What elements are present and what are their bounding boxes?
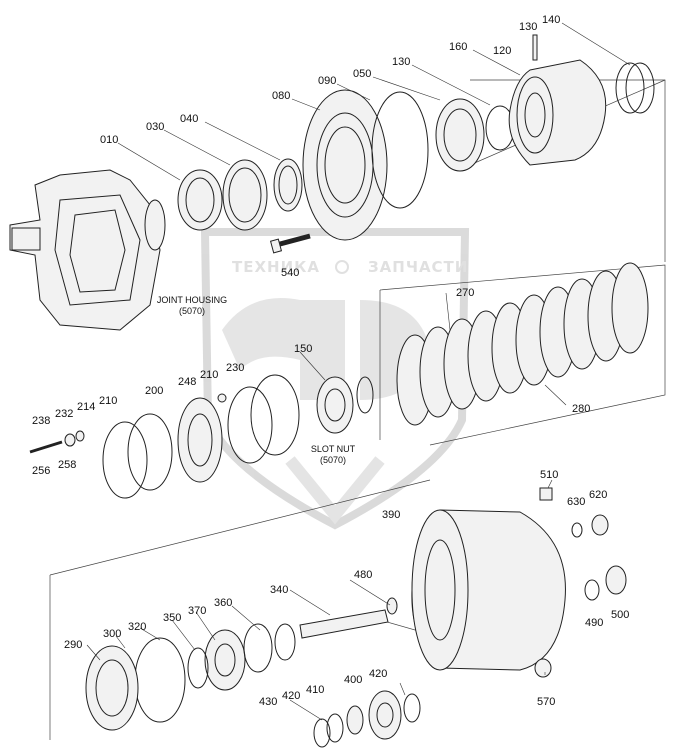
rings-140 [615, 62, 655, 114]
bolt-256-spring [29, 430, 85, 454]
label-256: 256 [32, 465, 50, 477]
label-410: 410 [306, 684, 324, 696]
bearing-050 [435, 98, 485, 172]
rings-210-230 [227, 374, 300, 464]
label-400: 400 [344, 674, 362, 686]
label-270: 270 [456, 287, 474, 299]
label-540: 540 [281, 267, 299, 279]
shaft-340 [299, 597, 398, 639]
plug-500 [605, 565, 627, 595]
ring-300 [274, 623, 296, 661]
housing-390 [411, 509, 566, 671]
label-258: 258 [58, 459, 76, 471]
ring-420-right [403, 693, 421, 723]
label-430: 430 [259, 696, 277, 708]
label-340: 340 [270, 584, 288, 596]
label-140: 140 [542, 14, 560, 26]
washer-290 [85, 645, 139, 731]
watermark-text-right: ЗАПЧАСТИ [368, 258, 468, 276]
slot-nut-code: (5070) [320, 455, 346, 465]
label-010: 010 [100, 134, 118, 146]
pin-120 [532, 34, 538, 61]
sun-gear-370 [204, 629, 246, 691]
bearing-030 [222, 159, 268, 231]
label-630: 630 [567, 496, 585, 508]
label-500: 500 [611, 609, 629, 621]
ring-420 [326, 713, 344, 743]
piston-200 [177, 397, 223, 483]
label-620: 620 [589, 489, 607, 501]
slot-nut-title: SLOT NUT [311, 444, 356, 454]
label-320: 320 [128, 621, 146, 633]
label-570: 570 [537, 696, 555, 708]
leader-lines [86, 22, 631, 721]
label-390: 390 [382, 509, 400, 521]
part-labels: 010 030 040 080 090 050 130 160 120 130 … [32, 14, 629, 708]
planet-gear-400 [368, 690, 402, 740]
label-238: 238 [32, 415, 50, 427]
plug-620 [591, 514, 609, 536]
ring-430 [313, 718, 331, 748]
carrier-160 [508, 59, 607, 166]
label-490: 490 [585, 617, 603, 629]
watermark-logo: ТЕХНИКА ЗАПЧАСТИ [200, 228, 470, 530]
rings-214-210 [102, 413, 173, 499]
label-130-right: 130 [519, 21, 537, 33]
oring-490 [584, 579, 600, 601]
label-090: 090 [318, 75, 336, 87]
bearing-410 [346, 705, 364, 735]
ring-350 [187, 647, 209, 689]
label-420-left: 420 [282, 690, 300, 702]
label-350: 350 [163, 612, 181, 624]
clutch-discs-270-280 [396, 262, 649, 426]
slot-nut-note: SLOT NUT (5070) [311, 444, 356, 465]
label-360: 360 [214, 597, 232, 609]
label-120: 120 [493, 45, 511, 57]
label-040: 040 [180, 113, 198, 125]
label-300: 300 [103, 628, 121, 640]
label-200: 200 [145, 385, 163, 397]
joint-housing-part [9, 169, 166, 331]
label-420-right: 420 [369, 668, 387, 680]
oring-090 [371, 91, 429, 209]
label-510: 510 [540, 469, 558, 481]
label-248: 248 [178, 376, 196, 388]
label-150: 150 [294, 343, 312, 355]
ring-360 [243, 623, 273, 673]
slot-nut-150 [316, 376, 374, 434]
plug-248 [217, 393, 227, 403]
label-232: 232 [55, 408, 73, 420]
label-210-lower: 210 [99, 395, 117, 407]
label-130-left: 130 [392, 56, 410, 68]
ring-320 [134, 637, 186, 723]
label-290: 290 [64, 639, 82, 651]
joint-housing-title: JOINT HOUSING [157, 295, 227, 305]
joint-housing-code: (5070) [179, 306, 205, 316]
oring-630 [571, 522, 583, 538]
ring-040 [273, 158, 303, 212]
label-230: 230 [226, 362, 244, 374]
label-280: 280 [572, 403, 590, 415]
seal-010 [177, 169, 223, 231]
label-480: 480 [354, 569, 372, 581]
plug-510 [539, 487, 553, 501]
watermark-text-left: ТЕХНИКА [232, 258, 320, 276]
joint-housing-note: JOINT HOUSING (5070) [157, 295, 227, 316]
label-210-upper: 210 [200, 369, 218, 381]
label-050: 050 [353, 68, 371, 80]
label-370: 370 [188, 605, 206, 617]
hub-080 [302, 89, 388, 241]
bolt-540 [269, 233, 311, 254]
plug-570 [534, 658, 552, 678]
label-030: 030 [146, 121, 164, 133]
label-214: 214 [77, 401, 95, 413]
label-080: 080 [272, 90, 290, 102]
label-160: 160 [449, 41, 467, 53]
